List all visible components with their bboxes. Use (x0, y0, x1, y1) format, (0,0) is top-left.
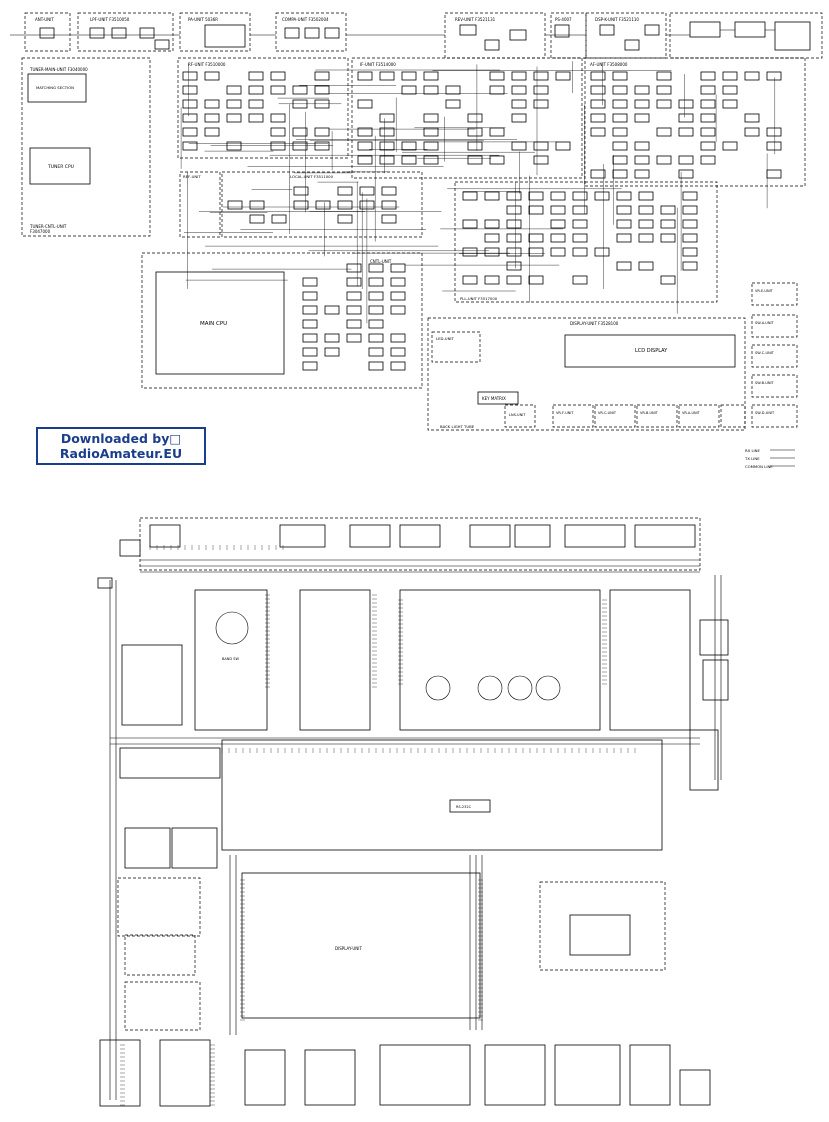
svg-text:MATCHING SECTION: MATCHING SECTION (36, 85, 74, 90)
watermark-line2: RadioAmateur.EU (59, 446, 183, 461)
legend-rx: RX LINE (745, 448, 761, 453)
key-matrix-label: KEY MATRIX (482, 396, 506, 401)
dsp-unit-label: DSP-K-UNIT F3521110 (595, 17, 639, 22)
block-diagram: ANT-UNIT LPF-UNIT F3510050 PA-UNIT 5036R… (10, 12, 823, 469)
lpf-unit-label: LPF-UNIT F3510050 (90, 17, 130, 22)
svg-text:LNS-UNIT: LNS-UNIT (509, 413, 526, 417)
svg-text:VR-B-UNIT: VR-B-UNIT (640, 411, 659, 415)
svg-text:AF-UNIT F3508000: AF-UNIT F3508000 (590, 62, 628, 67)
svg-text:SW-A-UNIT: SW-A-UNIT (755, 321, 775, 325)
lcd-display-label: LCD DISPLAY (635, 348, 668, 354)
svg-text:RF-UNIT F3510000: RF-UNIT F3510000 (188, 62, 226, 67)
compa-unit-label: COMPA-UNIT F3502004 (282, 17, 329, 22)
rf-unit-wiring (194, 589, 268, 731)
svg-text:BAND SW: BAND SW (222, 657, 239, 661)
svg-text:F3047000: F3047000 (30, 229, 51, 234)
svg-text:DISPLAY-UNIT F3528100: DISPLAY-UNIT F3528100 (570, 321, 619, 326)
legend-tx: TX LINE (744, 456, 760, 461)
svg-text:TUNER-CNTL-UNIT: TUNER-CNTL-UNIT (29, 224, 67, 229)
ant-unit-label: ANT-UNIT (35, 17, 54, 22)
svg-text:VR-C-UNIT: VR-C-UNIT (598, 411, 617, 415)
cntl-unit-wiring (221, 739, 663, 851)
svg-text:IF-UNIT F3514000: IF-UNIT F3514000 (360, 62, 396, 67)
pa-unit-label: PA-UNIT 5036R (188, 17, 218, 22)
watermark-line1: Downloaded by□ (60, 431, 182, 446)
svg-text:PLL-UNIT F3517000: PLL-UNIT F3517000 (460, 296, 498, 301)
wiring-diagram: BAND SW RS-232C DISPLAY-UNIT (97, 517, 729, 1107)
svg-text:SW-B-UNIT: SW-B-UNIT (755, 381, 775, 385)
rev-unit-label: REV-UNIT F3521131 (455, 17, 496, 22)
svg-text:LED-UNIT: LED-UNIT (436, 336, 455, 341)
back-light-label: BACK LIGHT TUBE (440, 424, 475, 429)
svg-text:DISPLAY-UNIT: DISPLAY-UNIT (335, 946, 362, 951)
svg-text:VR-F-UNIT: VR-F-UNIT (556, 411, 574, 415)
svg-text:RS-232C: RS-232C (456, 805, 472, 809)
ps-label: PS-4007 (555, 17, 572, 22)
svg-text:LOCAL-UNIT F3511000: LOCAL-UNIT F3511000 (290, 174, 334, 179)
cntl-unit-label: CNTL-UNIT (370, 259, 392, 264)
svg-text:SW-D-UNIT: SW-D-UNIT (755, 411, 775, 415)
legend-common: COMMON LINE (745, 464, 773, 469)
svg-text:VR-A-UNIT: VR-A-UNIT (682, 411, 701, 415)
display-unit-frame (427, 317, 746, 431)
svg-text:VR-E-UNIT: VR-E-UNIT (755, 289, 774, 293)
svg-text:REF-UNIT: REF-UNIT (183, 174, 201, 179)
main-cpu-label: MAIN CPU (200, 321, 227, 327)
svg-text:SW-C-UNIT: SW-C-UNIT (755, 351, 775, 355)
svg-text:TUNER-MAIN-UNIT F3040000: TUNER-MAIN-UNIT F3040000 (29, 67, 88, 72)
display-unit-wiring (241, 872, 481, 1019)
svg-text:TUNER CPU: TUNER CPU (47, 164, 74, 170)
download-watermark: Downloaded by□ RadioAmateur.EU (36, 427, 206, 465)
cntl-unit-frame (141, 252, 423, 389)
